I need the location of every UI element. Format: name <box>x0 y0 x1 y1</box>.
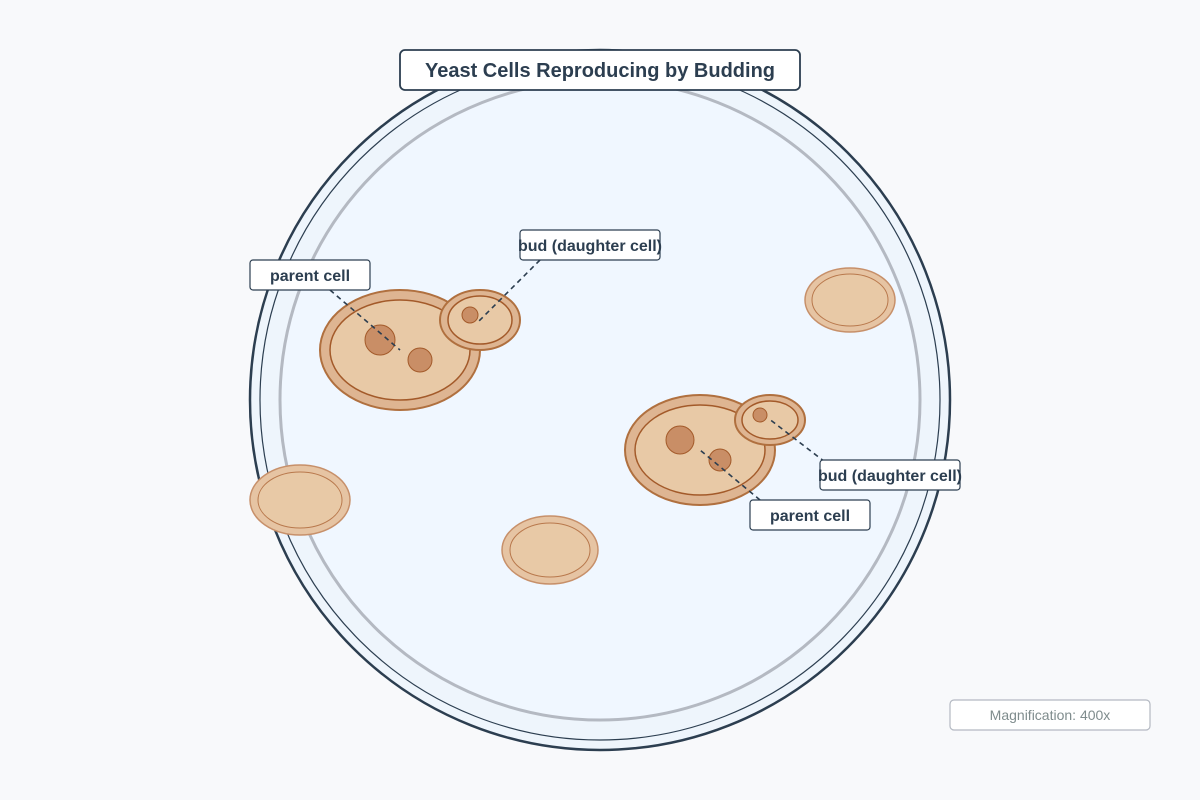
budding-yeast-1 <box>319 289 521 411</box>
parent-cell-1-nucleus <box>364 324 396 356</box>
yeast-cell-left-membrane <box>257 471 343 529</box>
budding-yeast-2 <box>624 394 806 506</box>
leader-bud-2 <box>767 417 826 463</box>
leader-bud-1 <box>477 259 541 323</box>
bud-2-membrane <box>741 400 799 440</box>
diagram-title: Yeast Cells Reproducing by Budding <box>425 60 775 82</box>
label-parent-cell-1-text: parent cell <box>270 268 350 285</box>
yeast-cell-bottom-membrane <box>509 522 591 578</box>
label-parent-cell-2: parent cell <box>749 499 871 531</box>
magnification-text: Magnification: 400x <box>990 707 1111 723</box>
label-bud-1: bud (daughter cell) <box>518 229 662 261</box>
title-box: Yeast Cells Reproducing by Budding <box>399 49 801 91</box>
magnification-box: Magnification: 400x <box>949 699 1151 731</box>
parent-cell-1-vacuole <box>407 347 433 373</box>
label-parent-cell-2-text: parent cell <box>770 508 850 525</box>
single-yeast-cells <box>249 267 896 585</box>
parent-cell-2-membrane <box>634 404 766 496</box>
label-bud-1-text: bud (daughter cell) <box>518 238 662 255</box>
parent-cell-2-vacuole <box>708 448 732 472</box>
label-parent-cell-1: parent cell <box>249 259 371 291</box>
leader-parent-cell-1 <box>329 289 401 351</box>
leader-parent-cell-2 <box>699 449 761 501</box>
bud-2-nucleus <box>752 407 768 423</box>
microscope-field <box>248 48 952 752</box>
parent-cell-2-nucleus <box>665 425 695 455</box>
label-bud-2: bud (daughter cell) <box>818 459 962 491</box>
bud-1-nucleus <box>461 306 479 324</box>
leader-lines <box>329 259 826 501</box>
label-bud-2-text: bud (daughter cell) <box>818 468 962 485</box>
yeast-cell-top-right-membrane <box>811 273 889 327</box>
